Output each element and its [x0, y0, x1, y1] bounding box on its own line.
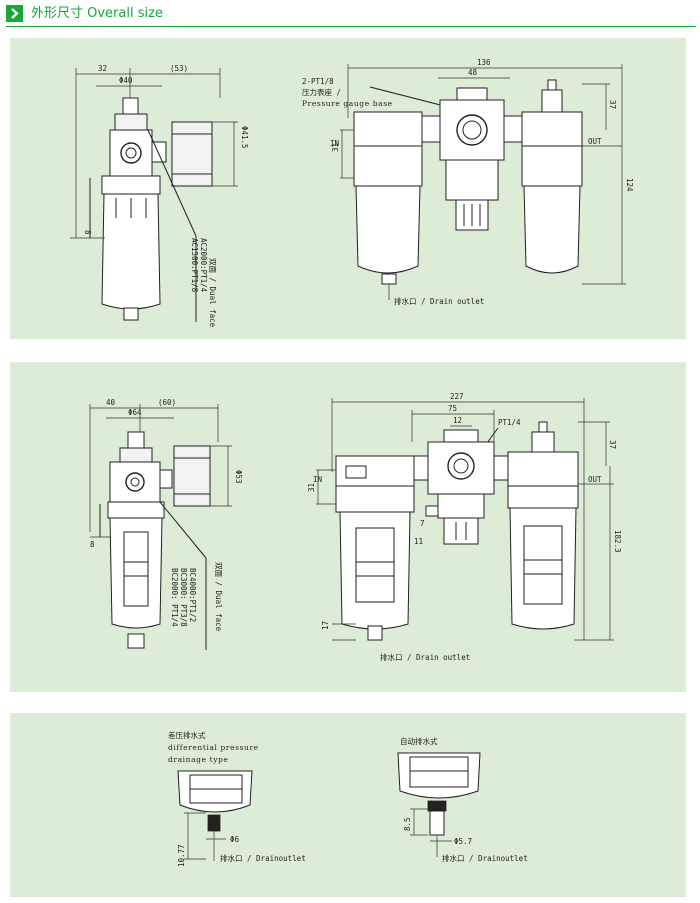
- dim-64: Φ64: [128, 408, 142, 417]
- drain-outlet-label: 排水口 / Drain outlet: [394, 296, 484, 306]
- dim-17: 17: [321, 621, 330, 630]
- chevron-right-icon: [6, 5, 23, 22]
- variant-bc4000: BC4000:PT1/2: [188, 568, 197, 622]
- dim-227: 227: [450, 392, 464, 401]
- panel-bc-series: 40 (60) Φ64 Φ53 8 BC2000: PT1/4 BC3000: …: [10, 362, 686, 692]
- dim-8-5: 8.5: [403, 817, 412, 831]
- in-label: IN: [330, 139, 339, 148]
- dim-48: 48: [468, 68, 478, 77]
- dim-phi5-7: Φ5.7: [454, 837, 472, 846]
- dim-31: 31: [331, 143, 340, 152]
- ac-series-drawing: 32 (53) Φ40 Φ41.5 8 AC1500:PT1/8 AC2000:…: [70, 58, 634, 328]
- variant-ac2000: AC2000:PT1/4: [199, 238, 208, 293]
- differential-pressure-drain: 差压排水式 differential pressure drainage typ…: [168, 730, 306, 867]
- dim-10-77: 10.77: [177, 844, 186, 867]
- diff-title-en1: differential pressure: [168, 743, 259, 752]
- dim-11: 11: [414, 537, 423, 546]
- variant-ac1500: AC1500:PT1/8: [190, 238, 199, 293]
- bc-front-view: 227 75 12 PT1/4 37 OUT IN 31: [307, 392, 622, 662]
- dim-37: 37: [608, 100, 617, 109]
- dim-136: 136: [477, 58, 491, 67]
- in-label: IN: [313, 475, 322, 484]
- dim-40: Φ40: [119, 76, 133, 85]
- ac-side-view: 32 (53) Φ40 Φ41.5 8 AC1500:PT1/8 AC2000:…: [70, 64, 249, 328]
- section-title: 外形尺寸 Overall size: [31, 6, 163, 21]
- dim-53: Φ53: [234, 470, 243, 484]
- out-label: OUT: [588, 475, 602, 484]
- drain-types-drawing: 差压排水式 differential pressure drainage typ…: [168, 730, 528, 867]
- dim-41-5: Φ41.5: [240, 126, 249, 149]
- auto-drain: 自动排水式 8.5 Φ5.7 排水口 / Drainoutlet: [397, 736, 528, 863]
- port-label: PT1/4: [498, 418, 521, 427]
- dim-37: 37: [608, 440, 617, 449]
- out-label: OUT: [588, 137, 602, 146]
- dim-60: (60): [158, 398, 176, 407]
- dim-40: 40: [106, 398, 116, 407]
- dim-8: 8: [83, 230, 92, 235]
- dim-75: 75: [448, 404, 457, 413]
- bc-side-view: 40 (60) Φ64 Φ53 8 BC2000: PT1/4 BC3000: …: [89, 398, 243, 650]
- dim-12: 12: [453, 416, 462, 425]
- variant-bc3000: BC3000: PT3/8: [179, 568, 188, 627]
- dim-124: 124: [625, 178, 634, 192]
- dim-7: 7: [420, 519, 425, 528]
- diff-title-cn: 差压排水式: [168, 730, 206, 740]
- header-divider: [6, 26, 696, 27]
- section-header: 外形尺寸 Overall size: [6, 4, 696, 27]
- dim-8: 8: [90, 540, 95, 549]
- dual-face-label: 双面 / Dual face: [208, 258, 217, 328]
- gauge-base-en: Pressure gauge base: [302, 99, 393, 108]
- ac-front-view: 136 48 2-PT1/8 压力表座 / Pressure gauge bas…: [302, 58, 634, 306]
- variant-bc2000: BC2000: PT1/4: [170, 568, 179, 627]
- diff-title-en2: drainage type: [168, 755, 228, 764]
- gauge-base-cn: 压力表座 /: [302, 87, 341, 97]
- dim-phi6: Φ6: [230, 835, 240, 844]
- diff-drain-label: 排水口 / Drainoutlet: [220, 853, 306, 863]
- dim-32: 32: [98, 64, 107, 73]
- bc-series-drawing: 40 (60) Φ64 Φ53 8 BC2000: PT1/4 BC3000: …: [89, 392, 622, 662]
- dual-face-label: 双面 / Dual face: [214, 562, 223, 632]
- panel-ac-series: 32 (53) Φ40 Φ41.5 8 AC1500:PT1/8 AC2000:…: [10, 38, 686, 339]
- dim-53: (53): [170, 64, 188, 73]
- dim-182-3: 182.3: [613, 530, 622, 553]
- auto-title-cn: 自动排水式: [400, 736, 438, 746]
- auto-drain-label: 排水口 / Drainoutlet: [442, 853, 528, 863]
- port-label: 2-PT1/8: [302, 77, 334, 86]
- dim-31: 31: [307, 483, 316, 492]
- panel-drain-types: 差压排水式 differential pressure drainage typ…: [10, 713, 686, 897]
- drain-outlet-label: 排水口 / Drain outlet: [380, 652, 470, 662]
